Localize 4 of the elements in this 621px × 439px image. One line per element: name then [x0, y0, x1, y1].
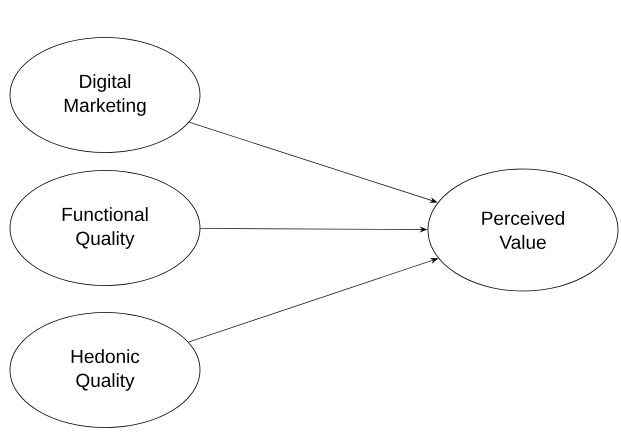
- ellipse-node: Functional Quality: [10, 170, 200, 286]
- ellipse-node: Perceived Value: [428, 168, 618, 292]
- ellipse-node: Digital Marketing: [10, 37, 200, 153]
- ellipse-node: Hedonic Quality: [10, 312, 200, 428]
